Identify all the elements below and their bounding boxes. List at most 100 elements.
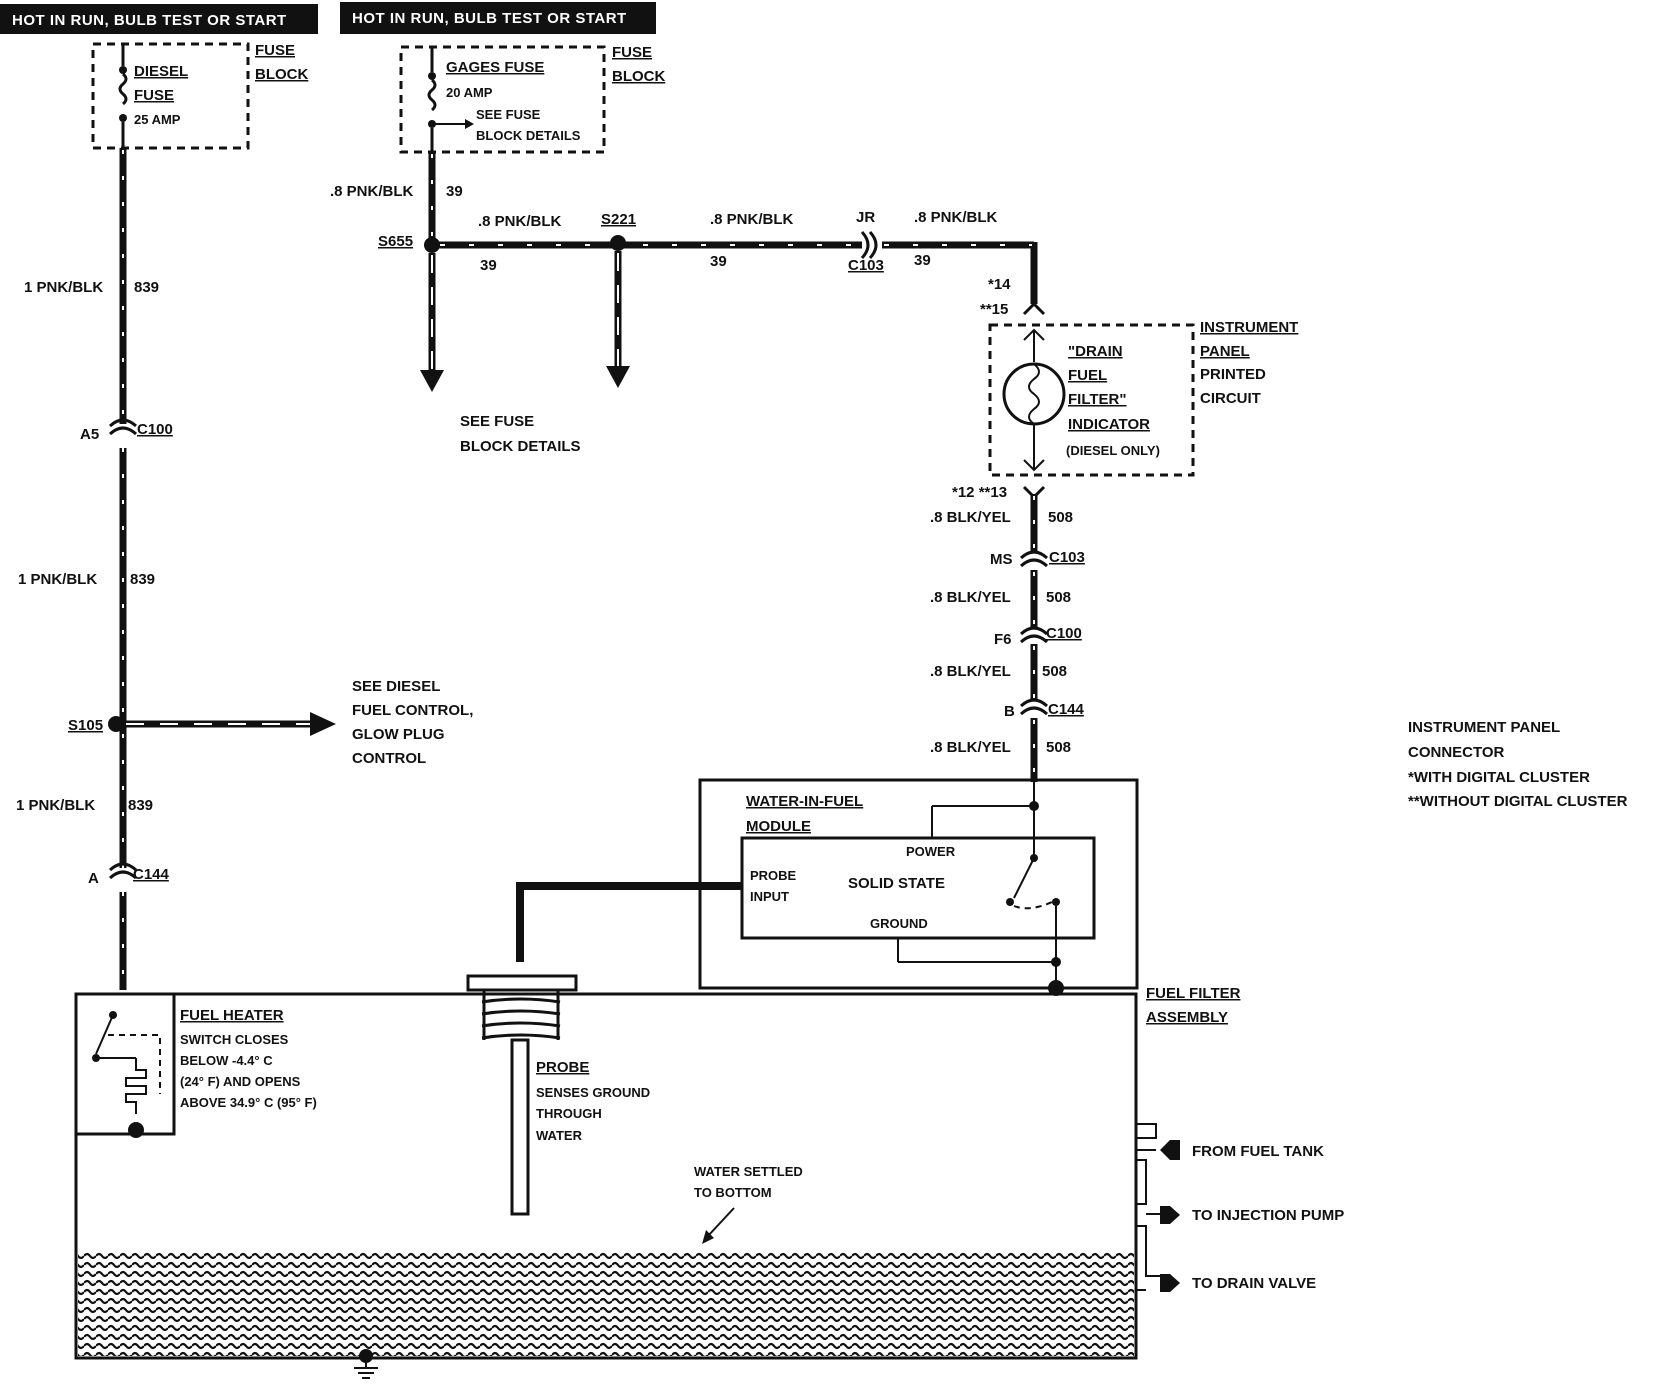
left-wire-circuit-2: 839 <box>130 571 155 588</box>
module-solid-state: SOLID STATE <box>848 875 945 892</box>
right-wire-circuit-4: 508 <box>1046 739 1071 756</box>
left-wire-gauge-1: 1 PNK/BLK <box>24 279 103 296</box>
right-wire-circuit-1: 508 <box>1048 509 1073 526</box>
diesel-fuse-rating: 25 AMP <box>134 112 181 127</box>
indicator-box <box>988 323 1195 477</box>
right-wire-gauge-2: .8 BLK/YEL <box>930 589 1011 606</box>
legend-line-3: *WITH DIGITAL CLUSTER <box>1408 769 1590 786</box>
s105-branch <box>108 712 336 736</box>
left-wire-gauge-3: 1 PNK/BLK <box>16 797 95 814</box>
c103-label-top: C103 <box>848 257 884 274</box>
c144-connector-right <box>1019 698 1049 716</box>
header-right-banner: HOT IN RUN, BULB TEST OR START <box>340 2 656 34</box>
diesel-fuse-name: DIESEL <box>134 63 188 80</box>
ground-icon <box>354 1349 378 1379</box>
c144-label-right: C144 <box>1048 701 1085 718</box>
indicator-label-2: FUEL <box>1068 367 1107 384</box>
ipc-label-4: CIRCUIT <box>1200 390 1261 407</box>
right-wire-gauge-4: .8 BLK/YEL <box>930 739 1011 756</box>
fuse-block-label-2b: BLOCK <box>612 68 665 85</box>
gages-see-fuse-1: SEE FUSE <box>476 107 541 122</box>
probe-line-1: SENSES GROUND <box>536 1085 650 1100</box>
s221-branch <box>606 235 630 388</box>
water-settled-1: WATER SETTLED <box>694 1164 803 1179</box>
c100-pin-left: A5 <box>80 426 99 443</box>
top-wire-circuit-a: 39 <box>480 257 497 274</box>
s655-branch <box>420 237 444 392</box>
water-settled-2: TO BOTTOM <box>694 1185 772 1200</box>
fuel-heater <box>74 992 176 1138</box>
top-wire-circuit-v: 39 <box>446 183 463 200</box>
port-to-drain-label: TO DRAIN VALVE <box>1192 1275 1316 1292</box>
probe-sensor <box>466 974 578 1216</box>
right-wire-gauge-3: .8 BLK/YEL <box>930 663 1011 680</box>
see-fuse-details-2: BLOCK DETAILS <box>460 438 581 455</box>
top-wire-gauge-a: .8 PNK/BLK <box>478 213 562 230</box>
indicator-label-5: (DIESEL ONLY) <box>1066 443 1160 458</box>
fuel-heater-line-3: (24° F) AND OPENS <box>180 1074 301 1089</box>
top-wire-gauge-b: .8 PNK/BLK <box>710 211 794 228</box>
s655-splice-label: S655 <box>378 233 413 250</box>
gages-fuse-block: GAGES FUSE 20 AMP SEE FUSE BLOCK DETAILS <box>399 45 606 154</box>
gages-fuse-rating: 20 AMP <box>446 85 493 100</box>
right-wire-circuit-3: 508 <box>1042 663 1067 680</box>
svg-text:HOT IN RUN, BULB TEST OR START: HOT IN RUN, BULB TEST OR START <box>352 10 627 27</box>
right-wire-circuit-2: 508 <box>1046 589 1071 606</box>
fuel-heater-line-4: ABOVE 34.9° C (95° F) <box>180 1095 317 1110</box>
c144-pin-left: A <box>88 870 99 887</box>
ipc-label-3: PRINTED <box>1200 366 1266 383</box>
ipc-label-2: PANEL <box>1200 343 1250 360</box>
diesel-fuse-name-2: FUSE <box>134 87 174 104</box>
c103-connector-right <box>1019 550 1049 568</box>
port-to-drain-valve <box>1136 1225 1180 1292</box>
ms-pin-label: MS <box>990 551 1013 568</box>
wire-39 <box>428 152 1038 304</box>
top-wire-gauge-c: .8 PNK/BLK <box>914 209 998 226</box>
gages-see-fuse-2: BLOCK DETAILS <box>476 128 581 143</box>
fuse-block-label-1a: FUSE <box>255 42 295 59</box>
c103-connector-top <box>860 230 878 260</box>
legend: INSTRUMENT PANEL CONNECTOR *WITH DIGITAL… <box>1408 719 1628 810</box>
probe-line-3: WATER <box>536 1128 583 1143</box>
water-pointer-arrow <box>702 1207 735 1244</box>
header-left-banner: HOT IN RUN, BULB TEST OR START <box>0 4 318 34</box>
gages-fuse-name: GAGES FUSE <box>446 59 544 76</box>
fuel-heater-line-2: BELOW -4.4° C <box>180 1053 273 1068</box>
module-probe-label-1: PROBE <box>750 868 797 883</box>
left-wire-circuit-3: 839 <box>128 797 153 814</box>
module-ground-label: GROUND <box>870 916 928 931</box>
port-from-tank-label: FROM FUEL TANK <box>1192 1143 1324 1160</box>
legend-line-1: INSTRUMENT PANEL <box>1408 719 1560 736</box>
fuel-filter-assembly <box>74 992 1138 1360</box>
left-wire-gauge-2: 1 PNK/BLK <box>18 571 97 588</box>
ipc-label-1: INSTRUMENT <box>1200 319 1298 336</box>
port-to-pump-label: TO INJECTION PUMP <box>1192 1207 1344 1224</box>
legend-line-2: CONNECTOR <box>1408 744 1505 761</box>
c100-label-right: C100 <box>1046 625 1082 642</box>
f6-pin-label: F6 <box>994 631 1012 648</box>
port-to-injection-pump <box>1136 1159 1180 1224</box>
see-diesel-4: CONTROL <box>352 750 426 767</box>
top-wire-circuit-b: 39 <box>710 253 727 270</box>
indicator-label-4: INDICATOR <box>1068 416 1150 433</box>
c100-connector-right <box>1019 626 1049 644</box>
settled-water <box>78 1250 1134 1356</box>
heater-element-icon <box>125 1058 147 1114</box>
probe-input-wire <box>516 882 742 962</box>
jr-pin-label: JR <box>856 209 875 226</box>
legend-line-4: **WITHOUT DIGITAL CLUSTER <box>1408 793 1628 810</box>
indicator-label-1: "DRAIN <box>1068 343 1123 360</box>
heater-switch-icon <box>95 1014 114 1055</box>
see-diesel-1: SEE DIESEL <box>352 678 440 695</box>
probe-line-2: THROUGH <box>536 1106 602 1121</box>
module-probe-label-2: INPUT <box>750 889 789 904</box>
module-switch-icon <box>1013 857 1035 899</box>
left-wire-circuit-1: 839 <box>134 279 159 296</box>
port-from-fuel-tank <box>1136 1123 1180 1160</box>
arrow-right-icon <box>1160 1274 1180 1292</box>
indicator-top-connector <box>1022 301 1046 316</box>
c103-label-right: C103 <box>1049 549 1085 566</box>
c144-label-left: C144 <box>133 866 170 883</box>
see-diesel-2: FUEL CONTROL, <box>352 702 473 719</box>
